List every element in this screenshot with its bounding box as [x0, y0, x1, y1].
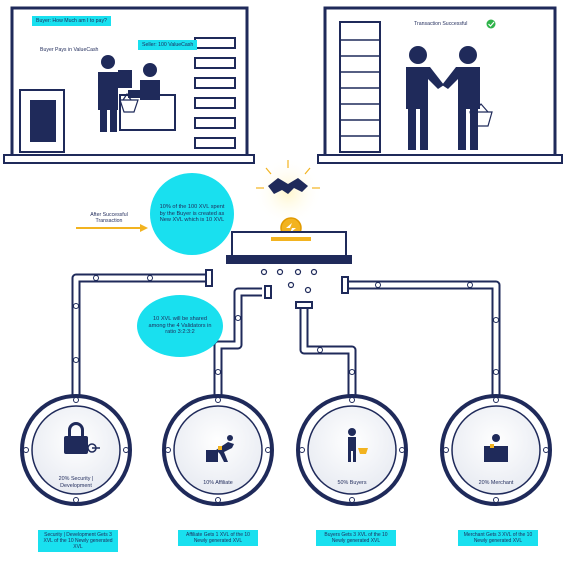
validator-pct-security: 20% Security | Development — [58, 476, 94, 489]
validator-pct-buyers: 50% Buyers — [337, 480, 367, 486]
validator-tag-merchant: Merchant Gets 3 XVL of the 10 Newly gene… — [458, 530, 538, 546]
validator-pct-merchant: 20% Merchant — [478, 480, 514, 486]
buyer-icon — [348, 428, 368, 462]
check-icon — [486, 19, 496, 29]
seller-speech-bubble: Seller: 100 ValueCash — [138, 40, 198, 50]
validator-tag-buyers: Buyers Gets 3 XVL of the 10 Newly genera… — [316, 530, 396, 546]
validator-tag-security: Security | Development Gets 3 XVL of the… — [38, 530, 118, 552]
transaction-success-label: Transaction Successful — [414, 21, 468, 27]
buyer-speech-bubble: Buyer: How Much am I to pay? — [32, 16, 111, 26]
handshake-icon — [268, 178, 308, 194]
right-success-scene — [317, 6, 563, 164]
left-store-scene — [3, 6, 255, 164]
merchant-icon — [484, 434, 508, 462]
share-bubble: 10 XVL will be shared among the 4 Valida… — [137, 295, 223, 357]
lock-icon — [64, 422, 100, 454]
buyer-pays-label: Buyer Pays in ValueCash — [40, 47, 99, 53]
validator-tag-affiliate: Affiliate Gets 1 XVL of the 10 Newly gen… — [178, 530, 258, 546]
new-xvl-bubble: 10% of the 100 XVL spent by the Buyer is… — [150, 173, 234, 255]
after-transaction-label: After Successful Transaction — [90, 212, 128, 224]
validator-pct-affiliate: 10% Affiliate — [203, 480, 233, 486]
affiliate-icon — [206, 435, 234, 462]
